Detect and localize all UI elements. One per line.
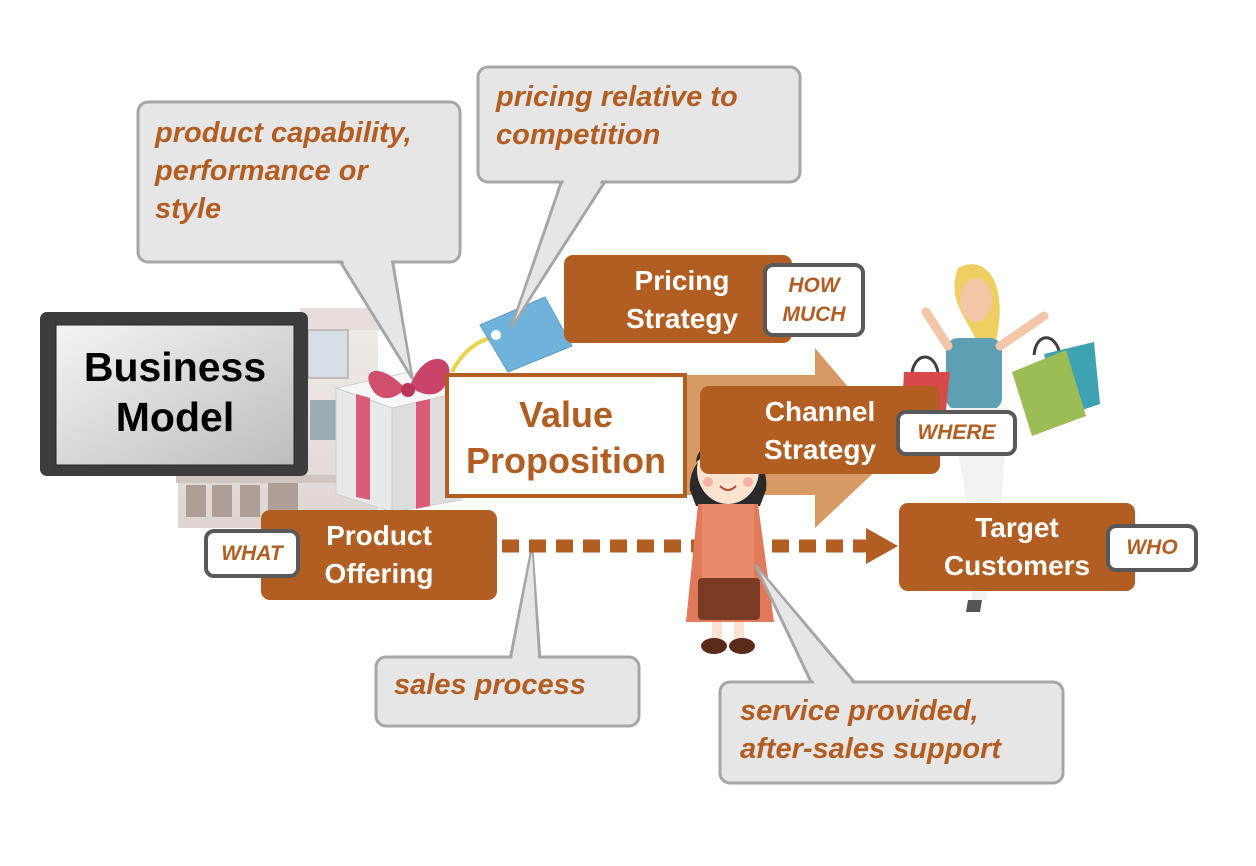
tablet-icon [40,312,308,476]
product-capability-line3: style [155,193,222,225]
callout-product-capability [136,100,462,380]
channel-strategy-label: Channel Strategy [700,393,940,469]
pricing-relative-line2: competition [496,119,661,151]
value-proposition-line2: Proposition [466,440,666,481]
service-provided-line1: service provided, [740,695,979,727]
target-customers-tag-label: WHO [1108,533,1196,562]
callout-pricing-relative-text: pricing relative to competition [496,78,738,154]
gift-box-icon [334,358,464,513]
business-model-title: Business Model [56,342,294,442]
price-tag-icon [450,296,573,373]
channel-strategy-line2: Strategy [763,434,877,465]
sales-dotted-arrow [502,528,898,564]
sales-process-line1: sales process [394,669,586,701]
product-capability-line1: product capability, [155,117,412,149]
product-offering-box [261,510,497,600]
pricing-strategy-line1: Pricing [634,265,730,296]
product-offering-line1: Product [326,520,432,551]
pricing-strategy-tag-label: HOW MUCH [765,271,863,329]
pricing-strategy-tag [763,263,865,337]
pricing-strategy-line2: Strategy [625,303,739,334]
business-model-line2: Model [115,394,235,440]
product-offering-line2: Offering [324,558,434,589]
product-tag-text: WHAT [221,542,283,565]
business-model-line1: Business [83,344,267,390]
value-proposition-label: Value Proposition [447,392,685,484]
service-provided-line2: after-sales support [740,733,1002,765]
pricing-tag-line1: HOW [788,274,840,297]
pricing-tag-line2: MUCH [782,303,846,326]
target-customers-label: Target Customers [899,509,1135,585]
target-customers-line1: Target [975,512,1059,543]
pricing-strategy-label: Pricing Strategy [564,262,800,338]
value-proposition-line1: Value [518,394,614,435]
target-customers-line2: Customers [943,550,1091,581]
callout-service-provided-text: service provided, after-sales support [740,692,1001,768]
product-offering-tag [204,529,300,578]
product-offering-tag-label: WHAT [206,539,298,568]
callout-sales-process [374,546,641,728]
channel-strategy-tag-label: WHERE [898,418,1015,447]
target-tag-text: WHO [1126,536,1178,559]
callout-sales-process-text: sales process [394,666,586,704]
channel-strategy-tag [896,410,1017,456]
value-proposition-box [445,373,687,498]
callout-pricing-relative [476,65,802,328]
pricing-strategy-box [564,255,792,343]
target-customers-tag [1106,524,1198,572]
callout-product-capability-text: product capability, performance or style [155,114,412,228]
channel-tag-text: WHERE [917,421,996,444]
channel-strategy-line1: Channel [764,396,876,427]
callout-service-provided [718,564,1065,785]
product-offering-label: Product Offering [261,517,497,593]
channel-strategy-box [700,386,940,474]
pricing-relative-line1: pricing relative to [496,81,738,113]
target-customers-box [899,503,1135,591]
product-capability-line2: performance or [155,155,368,187]
